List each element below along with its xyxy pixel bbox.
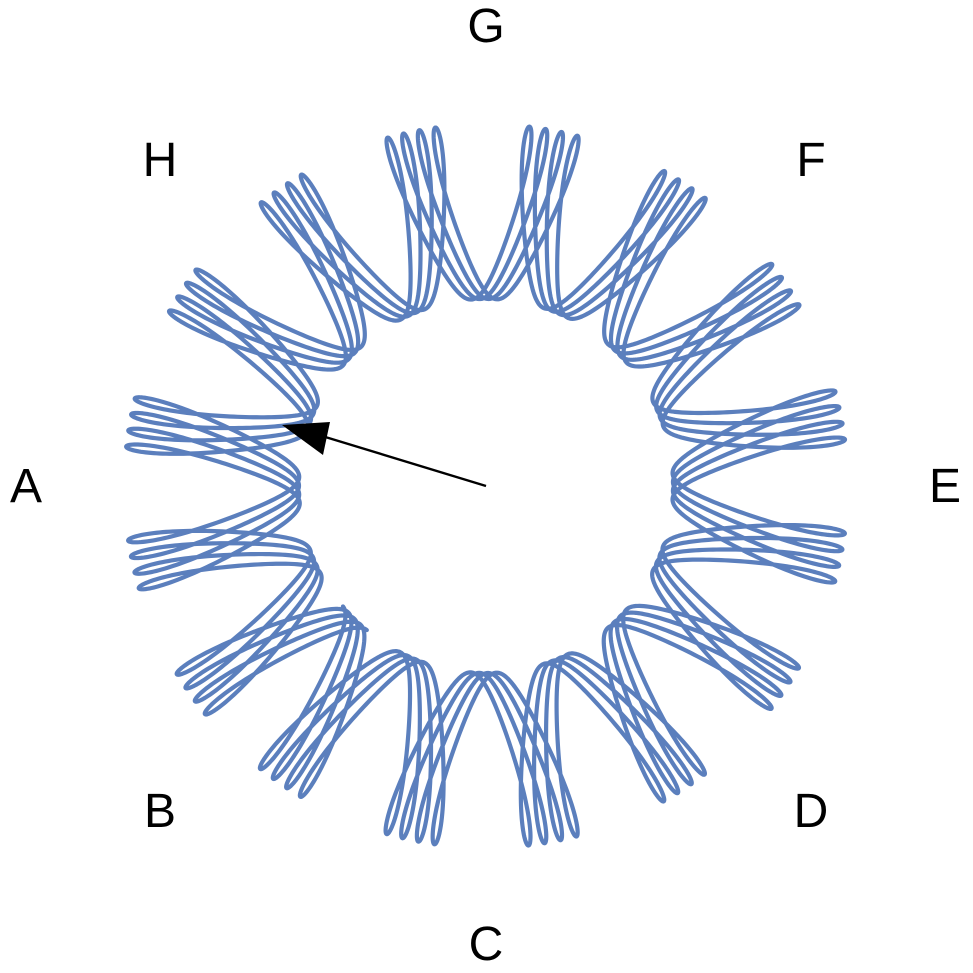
label-f: F <box>796 134 825 187</box>
arrow-shaft <box>321 434 487 488</box>
label-g: G <box>467 0 504 53</box>
looping-curve <box>124 124 848 848</box>
label-h: H <box>143 134 178 187</box>
label-b: B <box>144 785 176 838</box>
arrow-head <box>282 422 330 455</box>
label-a: A <box>10 460 42 513</box>
label-e: E <box>929 460 961 513</box>
label-d: D <box>794 785 829 838</box>
label-c: C <box>469 918 504 971</box>
